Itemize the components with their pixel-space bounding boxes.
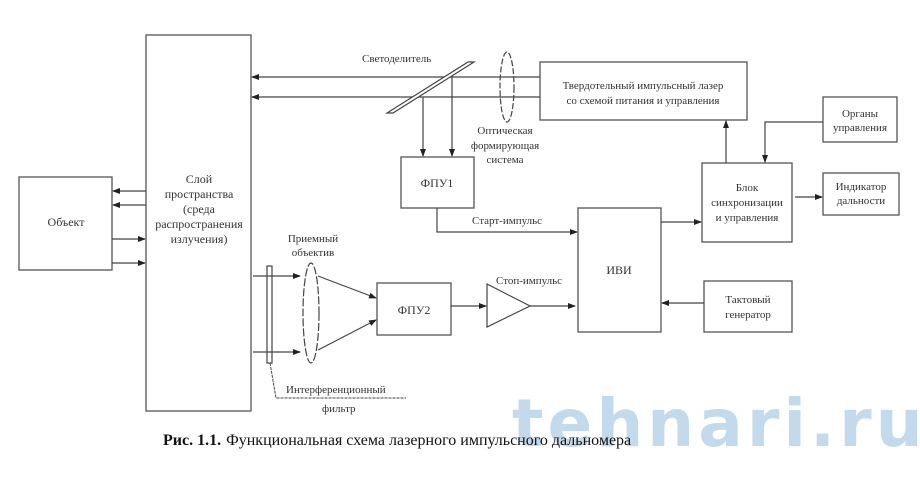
fpu1-label: ФПУ1 <box>421 176 454 190</box>
object-label: Объект <box>48 215 86 229</box>
controls-line-1: Органы <box>842 108 879 120</box>
indicator-line-1: Индикатор <box>836 181 887 193</box>
controls-to-sync-arrow <box>762 121 823 163</box>
sync-line-3: и управления <box>716 212 779 224</box>
laser-line-1: Твердотельный импульсный лазер <box>563 80 724 92</box>
filter-label-line-2: фильтр <box>322 403 356 415</box>
space-layer-line-4: распространения <box>155 217 243 231</box>
optical-system-line-2: формирующая <box>471 140 539 152</box>
sync-line-2: синхронизации <box>711 197 783 209</box>
controls-block: Органы управления <box>822 96 898 143</box>
caption-text: Функциональная схема лазерного импульсно… <box>226 432 631 449</box>
clock-line-1: Тактовый <box>725 294 770 306</box>
controls-line-2: управления <box>833 122 887 134</box>
figure-caption: Рис. 1.1. Функциональная схема лазерного … <box>163 432 631 449</box>
filter-leader-line <box>269 362 406 399</box>
space-layer-line-5: излучения) <box>171 232 228 246</box>
lens-to-fpu2-1 <box>317 275 377 299</box>
sync-block: Блок синхронизации и управления <box>701 162 793 243</box>
beam-splitter-label: Светоделитель <box>362 53 431 65</box>
laser-line-2: со схемой питания и управления <box>567 95 720 107</box>
receiving-lens-line-1: Приемный <box>288 233 338 245</box>
clock-line-2: генератор <box>725 309 771 321</box>
fpu1-block: ФПУ1 <box>400 156 475 209</box>
indicator-block: Индикатор дальности <box>822 172 900 216</box>
optical-system-line-1: Оптическая <box>477 125 532 137</box>
receiving-lens <box>302 262 320 364</box>
ivi-label: ИВИ <box>606 263 632 277</box>
laser-block: Твердотельный импульсный лазер со схемой… <box>539 61 748 121</box>
watermark-logo: tehnari.ru <box>512 385 920 462</box>
space-layer-line-2: пространства <box>165 187 234 201</box>
indicator-line-2: дальности <box>837 195 885 207</box>
sync-line-1: Блок <box>736 182 759 194</box>
lens-to-fpu2-2 <box>317 319 377 351</box>
space-layer-block: Слой пространства (среда распространения… <box>145 34 252 412</box>
filter-label-line-1: Интерференционный <box>286 384 386 396</box>
ivi-block: ИВИ <box>577 207 662 333</box>
space-layer-line-3: (среда <box>183 202 216 216</box>
start-pulse-label: Старт-импульс <box>472 215 542 227</box>
space-layer-line-1: Слой <box>186 172 213 186</box>
start-pulse-line <box>436 208 578 235</box>
amplifier-triangle <box>486 283 532 328</box>
clock-generator-block: Тактовый генератор <box>703 280 793 333</box>
stop-pulse-label: Стоп-импульс <box>496 275 562 287</box>
caption-number: Рис. 1.1. <box>163 432 221 449</box>
interference-filter <box>266 265 273 364</box>
optical-lens <box>499 51 515 123</box>
object-block: Объект <box>18 176 113 271</box>
beam-splitter <box>384 61 477 114</box>
fpu2-block: ФПУ2 <box>376 282 452 336</box>
fpu2-label: ФПУ2 <box>398 303 431 317</box>
receiving-lens-line-2: объектив <box>292 247 334 259</box>
optical-system-line-3: система <box>486 154 523 166</box>
